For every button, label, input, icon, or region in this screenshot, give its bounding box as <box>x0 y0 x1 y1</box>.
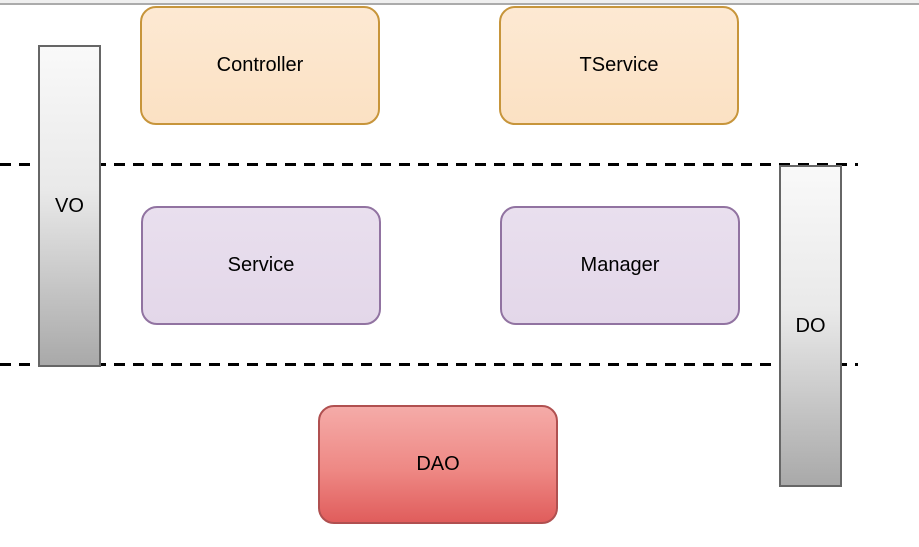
vo-bar-label: VO <box>55 194 84 217</box>
tservice-box-label: TService <box>579 54 659 76</box>
service-box: Service <box>141 206 381 325</box>
dashed-separator-lower <box>0 363 858 366</box>
controller-box: Controller <box>140 6 380 125</box>
controller-box-label: Controller <box>216 54 304 76</box>
dao-box: DAO <box>318 405 558 524</box>
vo-bar: VO <box>38 45 101 367</box>
tservice-box: TService <box>499 6 739 125</box>
service-box-label: Service <box>227 254 295 276</box>
manager-box: Manager <box>500 206 740 325</box>
dashed-separator-upper <box>0 163 858 166</box>
do-bar: DO <box>779 165 842 487</box>
do-bar-label: DO <box>795 314 826 337</box>
manager-box-label: Manager <box>580 254 660 276</box>
top-divider-rule <box>0 0 919 5</box>
dao-box-label: DAO <box>416 453 460 475</box>
